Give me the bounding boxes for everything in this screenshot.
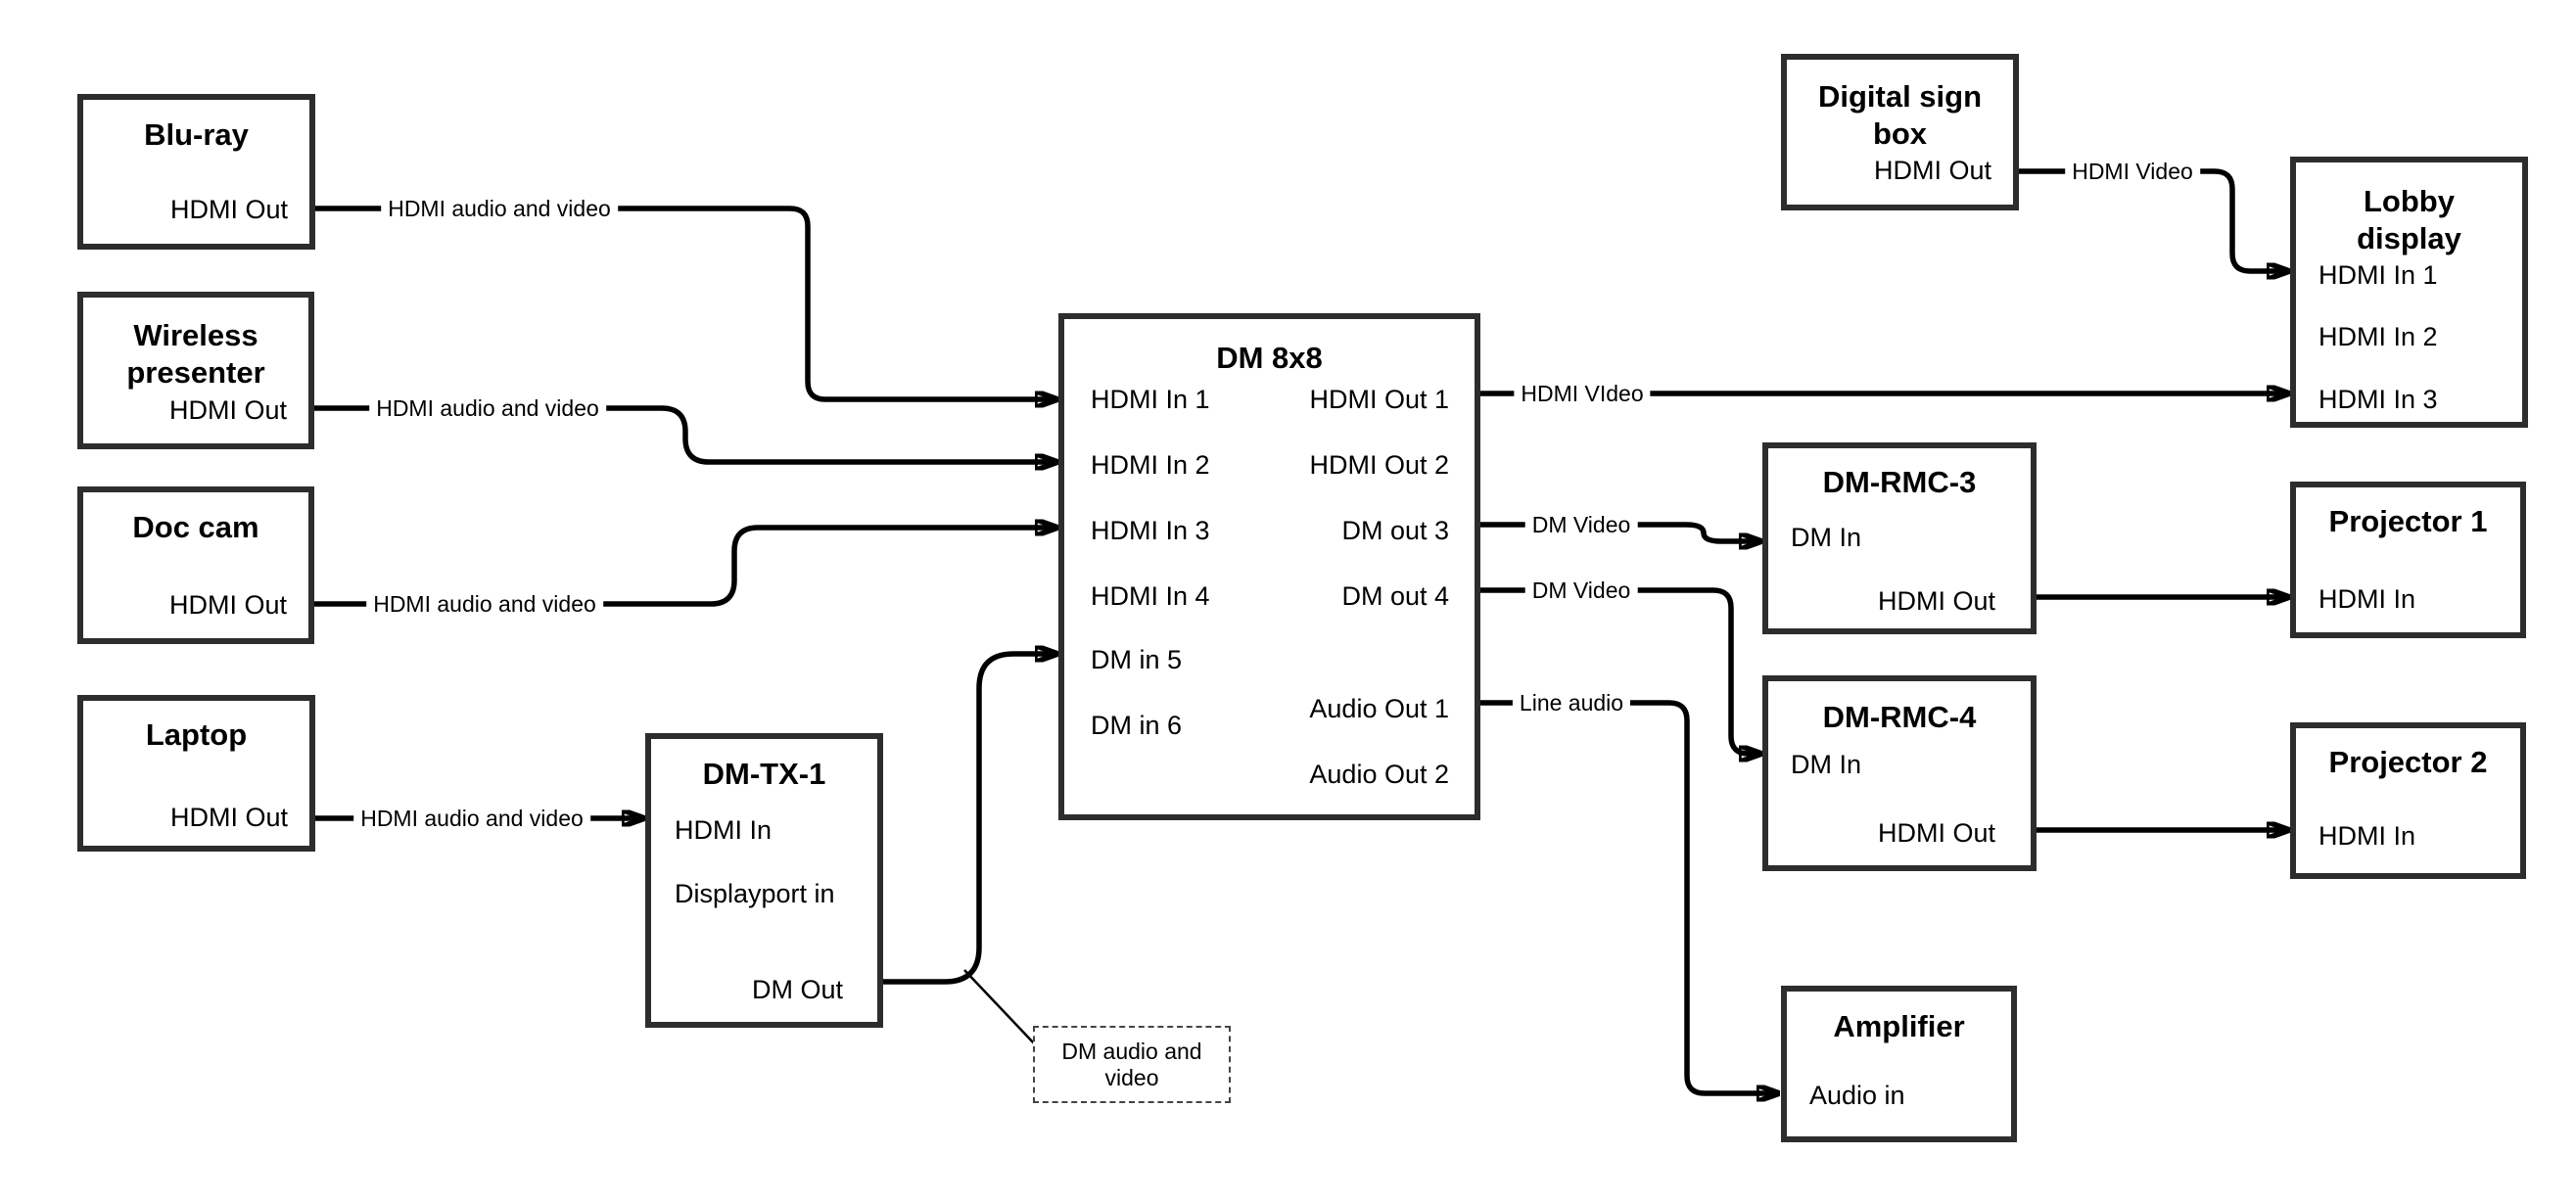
port-dm8x8-dm-out-4: DM out 4 bbox=[1341, 581, 1449, 611]
wire-bluray-to-dm8x8 bbox=[315, 206, 1058, 399]
port-dmtx1-hdmi-in: HDMI In bbox=[675, 815, 773, 845]
title-line: presenter bbox=[126, 355, 265, 390]
wire-label-dm-video-out4: DM Video bbox=[1524, 577, 1638, 604]
wire-doccam-to-dm8x8 bbox=[314, 528, 1058, 607]
port-lobby-hdmi-in-3: HDMI In 3 bbox=[2318, 385, 2438, 414]
device-box-projector-2: Projector 2 HDMI In bbox=[2290, 722, 2526, 879]
title-line: Amplifier bbox=[1833, 1009, 1965, 1043]
device-title-laptop: Laptop bbox=[83, 716, 309, 754]
callout-text: DM audio and video bbox=[1061, 1038, 1202, 1090]
wire-label-wireless-hdmi-av: HDMI audio and video bbox=[369, 394, 606, 422]
title-line: DM-RMC-4 bbox=[1822, 700, 1977, 734]
port-rmc4-hdmi-out: HDMI Out bbox=[1877, 818, 1995, 848]
title-line: Wireless bbox=[133, 318, 258, 352]
title-line: DM-TX-1 bbox=[702, 757, 826, 791]
title-line: display bbox=[2357, 221, 2461, 255]
port-proj1-hdmi-in: HDMI In bbox=[2318, 584, 2416, 614]
port-bluray-hdmi-out: HDMI Out bbox=[169, 195, 288, 224]
port-rmc3-dm-in: DM In bbox=[1791, 523, 1862, 552]
device-box-amplifier: Amplifier Audio in bbox=[1781, 986, 2017, 1142]
title-line: Doc cam bbox=[132, 510, 259, 544]
port-dm8x8-hdmi-in-4: HDMI In 4 bbox=[1091, 581, 1210, 611]
device-box-lobby-display: Lobby display HDMI In 1 HDMI In 2 HDMI I… bbox=[2290, 157, 2528, 428]
title-line: Laptop bbox=[145, 717, 248, 752]
title-line: Digital sign bbox=[1817, 79, 1983, 114]
port-wireless-hdmi-out: HDMI Out bbox=[168, 395, 287, 425]
wire-dsign-to-lobby bbox=[2019, 168, 2290, 271]
title-line: box bbox=[1872, 116, 1928, 151]
device-title-digital-sign-box: Digital sign box bbox=[1787, 78, 2013, 153]
port-dm8x8-dm-out-3: DM out 3 bbox=[1341, 516, 1449, 545]
device-title-projector-2: Projector 2 bbox=[2296, 744, 2520, 781]
port-dm8x8-hdmi-out-1: HDMI Out 1 bbox=[1309, 385, 1449, 414]
device-title-lobby-display: Lobby display bbox=[2296, 183, 2522, 257]
device-title-dm-8x8: DM 8x8 bbox=[1064, 340, 1475, 377]
wire-wireless-to-dm8x8 bbox=[314, 405, 1058, 462]
port-dsign-hdmi-out: HDMI Out bbox=[1873, 156, 1991, 185]
port-amp-audio-in: Audio in bbox=[1809, 1081, 1905, 1110]
title-line: DM 8x8 bbox=[1216, 341, 1323, 375]
wire-dmout4-to-rmc4 bbox=[1480, 587, 1762, 754]
device-box-digital-sign-box: Digital sign box HDMI Out bbox=[1781, 54, 2019, 210]
port-rmc4-dm-in: DM In bbox=[1791, 750, 1862, 779]
device-title-projector-1: Projector 1 bbox=[2296, 503, 2520, 540]
wire-label-bluray-hdmi-av: HDMI audio and video bbox=[381, 195, 618, 222]
device-title-amplifier: Amplifier bbox=[1787, 1008, 2011, 1045]
callout-dm-audio-and-video: DM audio and video bbox=[1033, 1026, 1231, 1103]
device-title-wireless-presenter: Wireless presenter bbox=[83, 317, 308, 392]
wire-label-doccam-hdmi-av: HDMI audio and video bbox=[366, 590, 603, 618]
device-title-dm-rmc-3: DM-RMC-3 bbox=[1768, 464, 2031, 501]
port-dm8x8-dm-in-6: DM in 6 bbox=[1091, 711, 1183, 740]
wire-label-laptop-hdmi-av: HDMI audio and video bbox=[353, 805, 590, 832]
device-title-bluray: Blu-ray bbox=[83, 116, 309, 154]
port-dm8x8-hdmi-in-3: HDMI In 3 bbox=[1091, 516, 1210, 545]
device-box-wireless-presenter: Wireless presenter HDMI Out bbox=[77, 292, 314, 449]
device-title-doc-cam: Doc cam bbox=[83, 509, 308, 546]
port-dm8x8-audio-out-1: Audio Out 1 bbox=[1309, 694, 1449, 723]
title-line: Projector 2 bbox=[2328, 745, 2488, 779]
wire-audioout1-to-amp bbox=[1480, 700, 1780, 1093]
port-dm8x8-hdmi-out-2: HDMI Out 2 bbox=[1309, 450, 1449, 480]
port-dm8x8-dm-in-5: DM in 5 bbox=[1091, 645, 1183, 674]
device-box-laptop: Laptop HDMI Out bbox=[77, 695, 315, 852]
port-dm8x8-hdmi-in-1: HDMI In 1 bbox=[1091, 385, 1210, 414]
device-box-dm-tx-1: DM-TX-1 HDMI In Displayport in DM Out bbox=[645, 733, 883, 1028]
port-dm8x8-hdmi-in-2: HDMI In 2 bbox=[1091, 450, 1210, 480]
device-box-dm-rmc-3: DM-RMC-3 DM In HDMI Out bbox=[1762, 442, 2037, 634]
device-box-bluray: Blu-ray HDMI Out bbox=[77, 94, 315, 250]
device-title-dm-rmc-4: DM-RMC-4 bbox=[1768, 699, 2031, 736]
wire-label-line-audio: Line audio bbox=[1512, 689, 1631, 716]
port-lobby-hdmi-in-1: HDMI In 1 bbox=[2318, 260, 2438, 290]
wire-label-hdmi-video-out1: HDMI VIdeo bbox=[1514, 380, 1651, 407]
wire-label-dm-video-out3: DM Video bbox=[1524, 511, 1638, 538]
port-dm8x8-audio-out-2: Audio Out 2 bbox=[1309, 760, 1449, 789]
callout-leader-line bbox=[963, 969, 1036, 1045]
title-line: DM-RMC-3 bbox=[1822, 465, 1977, 499]
port-lobby-hdmi-in-2: HDMI In 2 bbox=[2318, 322, 2438, 351]
title-line: Projector 1 bbox=[2328, 504, 2488, 538]
port-rmc3-hdmi-out: HDMI Out bbox=[1877, 586, 1995, 616]
port-dmtx1-displayport-in: Displayport in bbox=[675, 879, 835, 908]
port-laptop-hdmi-out: HDMI Out bbox=[169, 803, 288, 832]
port-doccam-hdmi-out: HDMI Out bbox=[168, 590, 287, 620]
device-box-projector-1: Projector 1 HDMI In bbox=[2290, 482, 2526, 638]
device-box-doc-cam: Doc cam HDMI Out bbox=[77, 486, 314, 644]
device-box-dm-8x8: DM 8x8 HDMI In 1 HDMI In 2 HDMI In 3 HDM… bbox=[1058, 313, 1480, 820]
title-line: Lobby bbox=[2364, 184, 2455, 218]
port-dmtx1-dm-out: DM Out bbox=[751, 975, 843, 1004]
wire-dmtx1-to-dm8x8 bbox=[883, 654, 1058, 985]
device-title-dm-tx-1: DM-TX-1 bbox=[651, 756, 877, 793]
port-proj2-hdmi-in: HDMI In bbox=[2318, 821, 2416, 851]
wire-dmout3-to-rmc3 bbox=[1480, 522, 1762, 541]
title-line: Blu-ray bbox=[144, 117, 249, 152]
device-box-dm-rmc-4: DM-RMC-4 DM In HDMI Out bbox=[1762, 675, 2037, 871]
wire-label-hdmi-video-dsign: HDMI Video bbox=[2065, 158, 2200, 185]
